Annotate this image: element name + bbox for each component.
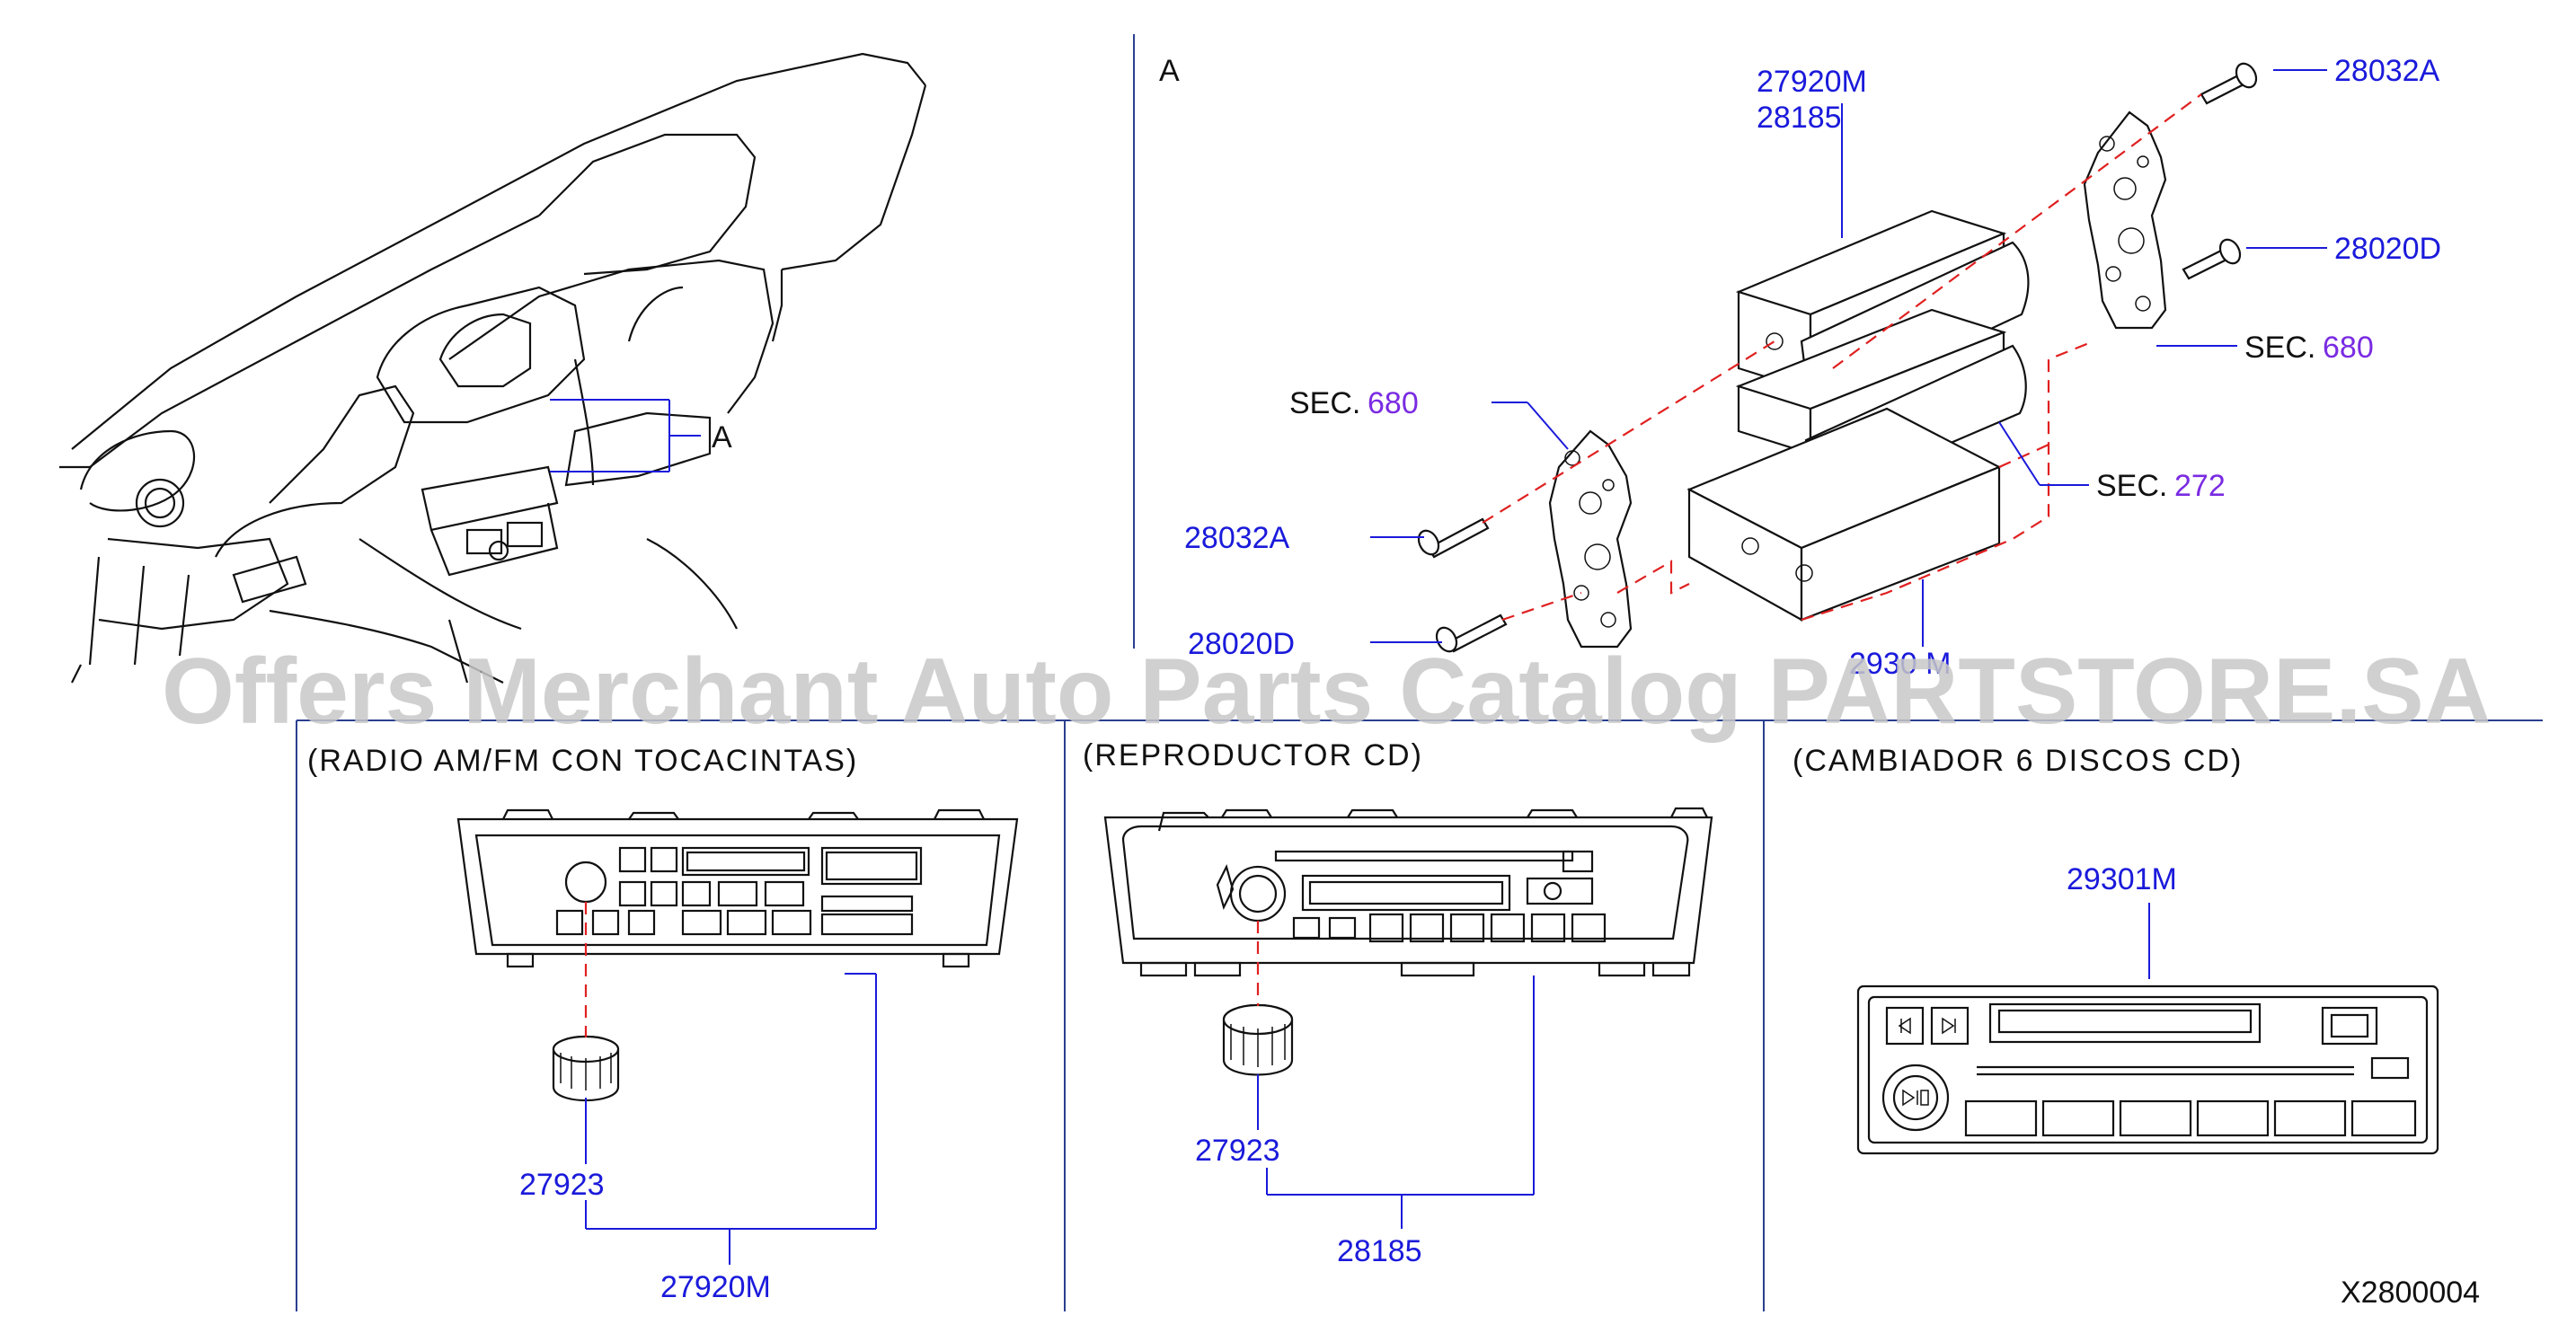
screw-28032a-left-illustration	[1417, 517, 1490, 559]
view-a-label: A	[712, 420, 732, 455]
section-title-radio: (RADIO AM/FM CON TOCACINTAS)	[307, 744, 858, 778]
sec-ref-680-left-prefix: SEC.	[1289, 386, 1360, 420]
part-label-27923-radio: 27923	[519, 1168, 605, 1202]
sec-ref-272-number: 272	[2174, 469, 2226, 503]
part-label-28185-bottom: 28185	[1337, 1234, 1422, 1268]
view-a-leaders	[1370, 69, 2327, 647]
sec-ref-680-left-number: 680	[1368, 386, 1419, 420]
part-label-28032a-right: 28032A	[2334, 54, 2440, 88]
view-a-callout: A	[550, 399, 732, 472]
cd-leaders	[1256, 921, 1535, 1229]
cd-player-unit-illustration	[1103, 807, 1713, 977]
left-bracket-illustration	[1548, 429, 1633, 649]
cd-changer-unit-illustration	[1856, 984, 2439, 1155]
sec-ref-680-left: SEC. 680	[1289, 386, 1419, 420]
hidden-alignment-lines	[1482, 93, 2202, 622]
sec-ref-272: SEC. 272	[2096, 469, 2226, 503]
part-label-27923-cd: 27923	[1195, 1134, 1280, 1168]
part-label-28185-top: 28185	[1757, 101, 1842, 135]
radio-knob-27923-illustration	[552, 1035, 620, 1101]
sec-ref-680-right-prefix: SEC.	[2244, 331, 2315, 365]
radio-cassette-unit-illustration	[456, 808, 1019, 968]
cd-knob-27923-illustration	[1222, 1003, 1294, 1076]
section-title-changer: (CAMBIADOR 6 DISCOS CD)	[1793, 744, 2243, 778]
radio-leaders	[584, 902, 877, 1265]
part-label-27920m-bottom: 27920M	[660, 1270, 771, 1304]
part-label-2930m-partial: 2930 M	[1849, 647, 1951, 681]
part-label-28020d-right: 28020D	[2334, 232, 2441, 266]
view-a-marker: A	[1159, 54, 1180, 88]
screw-28020d-left-illustration	[1435, 614, 1508, 653]
screw-28020d-right-illustration	[2182, 238, 2242, 280]
part-label-28032a-left: 28032A	[1184, 521, 1290, 555]
part-label-27920m-top: 27920M	[1757, 65, 1867, 99]
diagram-code: X2800004	[2341, 1276, 2480, 1310]
sec-ref-272-prefix: SEC.	[2096, 469, 2167, 503]
dashboard-overview-illustration	[59, 52, 927, 684]
watermark: Offers Merchant Auto Parts Catalog PARTS…	[162, 640, 2492, 744]
right-bracket-illustration	[2083, 110, 2167, 330]
screw-28032a-right-illustration	[2200, 62, 2258, 105]
head-unit-lower-illustration	[1686, 407, 2002, 622]
part-label-29301m: 29301M	[2067, 862, 2177, 896]
panel-frames	[296, 34, 2543, 1311]
part-label-28020d-left: 28020D	[1188, 627, 1295, 661]
sec-ref-680-right-number: 680	[2323, 331, 2374, 365]
section-title-cd-player: (REPRODUCTOR CD)	[1083, 738, 1423, 772]
sec-ref-680-right: SEC. 680	[2244, 331, 2374, 365]
